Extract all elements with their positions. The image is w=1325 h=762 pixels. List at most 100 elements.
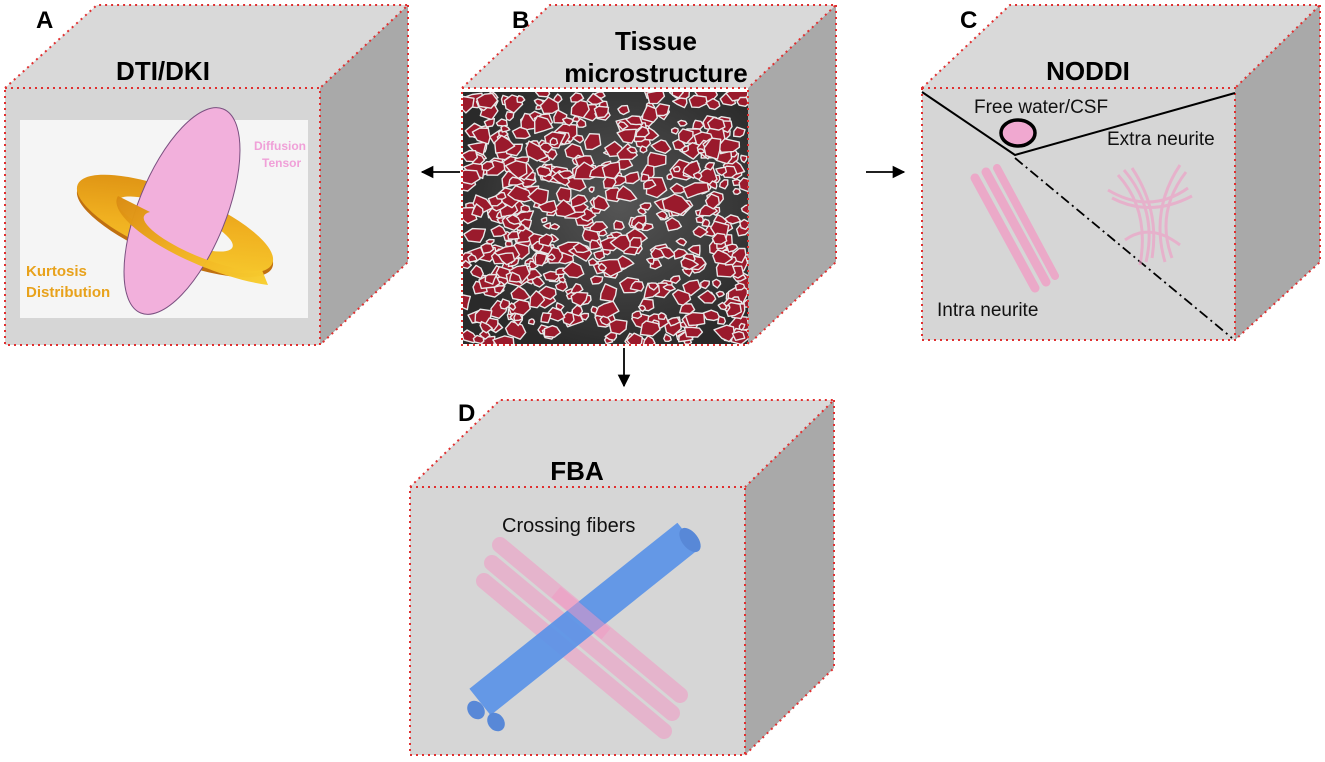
tissue-cell [599,283,618,303]
tissue-cell [680,257,699,271]
tissue-cell [733,126,746,138]
tissue-cell [665,216,683,232]
tissue-cell [586,92,604,105]
cube-c [921,4,1323,341]
tissue-cell [688,94,708,109]
kurtosis-ring-front [116,196,268,285]
tissue-cell [697,148,706,154]
tissue-cell [587,257,599,266]
tissue-cell [507,299,531,316]
tissue-cell [677,119,688,127]
tissue-cell [635,125,650,138]
panel-letter-c: C [960,7,977,34]
tissue-cell [684,311,706,327]
tissue-cell [670,127,679,135]
tissue-cell [597,262,607,272]
tissue-cell [561,261,585,279]
tissue-cell [617,104,630,116]
tissue-cell [669,182,689,194]
intra-neurite-label: Intra neurite [937,300,1038,321]
tissue-cell [669,275,681,284]
tissue-cell [490,224,507,238]
tensor-label-line1: Diffusion [254,139,306,153]
tissue-cell [492,335,515,344]
free-water-label: Free water/CSF [974,97,1108,118]
tissue-cell [697,289,717,304]
tissue-cell [593,249,606,261]
panel-a-title: DTI/DKI [116,56,210,86]
tissue-cell [539,96,560,115]
tissue-cell [561,116,574,127]
tissue-cell [516,94,526,104]
tissue-cell [557,170,575,180]
cube-d-side [745,400,834,755]
tissue-cell [549,137,559,146]
tissue-cell [738,177,748,193]
tissue-cell [617,120,629,131]
panel-b-title-line2: microstructure [564,58,748,88]
tissue-cell [616,128,637,144]
cube-c-front [922,88,1235,340]
tissue-cell [484,273,498,285]
tissue-cell [476,92,499,109]
tissue-cell [639,320,661,337]
tissue-cell [639,145,648,154]
tissue-cell [589,239,602,251]
kurtosis-label-line1: Kurtosis [26,263,87,280]
tissue-cell [739,218,748,231]
tissue-cell [539,142,554,154]
tissue-cell [483,117,496,128]
extra-neurite-label: Extra neurite [1107,129,1215,150]
tissue-cell [534,115,554,135]
tissue-cell [626,332,643,344]
tissue-cell [463,149,479,163]
crossing-fibers-label: Crossing fibers [502,515,635,537]
tissue-cell [708,180,718,190]
tissue-cell [650,247,665,260]
tissue-cell [692,225,709,239]
tissue-cell [479,320,493,334]
tissue-cell [734,282,746,291]
tissue-cell [637,304,647,312]
tissue-cell [609,234,633,253]
tissue-cell [683,326,704,338]
tissue-cell [682,182,710,199]
diffusion-tensor-ellipsoid [123,107,241,315]
tissue-cell [736,96,748,108]
panel-b: B Tissue microstructure [461,4,839,346]
tissue-cell [534,251,548,267]
tensor-label-line2: Tensor [262,156,301,170]
tissue-cell [592,194,610,212]
tissue-cell [704,161,715,171]
tissue-cell [608,319,628,335]
tissue-cell [679,303,696,315]
tissue-cell [520,204,531,213]
tissue-cell [650,139,672,155]
tissue-cell [540,216,548,224]
tissue-cell [572,134,585,144]
tissue-cell [540,312,552,324]
tissue-cell [499,298,511,310]
tissue-cell [711,278,722,289]
tissue-cell [572,242,590,254]
tissue-cell [570,291,589,307]
tissue-cell [601,161,621,180]
free-water-boundary [921,91,1236,157]
tissue-cell [570,99,590,119]
tissue-cell [707,116,726,131]
tissue-cell [712,248,733,265]
tissue-cell [599,315,612,326]
cube-a-top [5,5,408,88]
tissue-cell [500,124,511,133]
tissue-cell [467,253,478,263]
tissue-cells [463,92,748,344]
tissue-cell [682,279,702,297]
tissue-cell [596,258,623,277]
extra-neurite-fibers [1107,164,1193,266]
cube-b-side [748,5,836,345]
free-water-csf-icon [999,118,1037,148]
tissue-cell [505,214,522,225]
tissue-cell [507,230,520,240]
panel-b-title-line1: Tissue [615,26,697,56]
